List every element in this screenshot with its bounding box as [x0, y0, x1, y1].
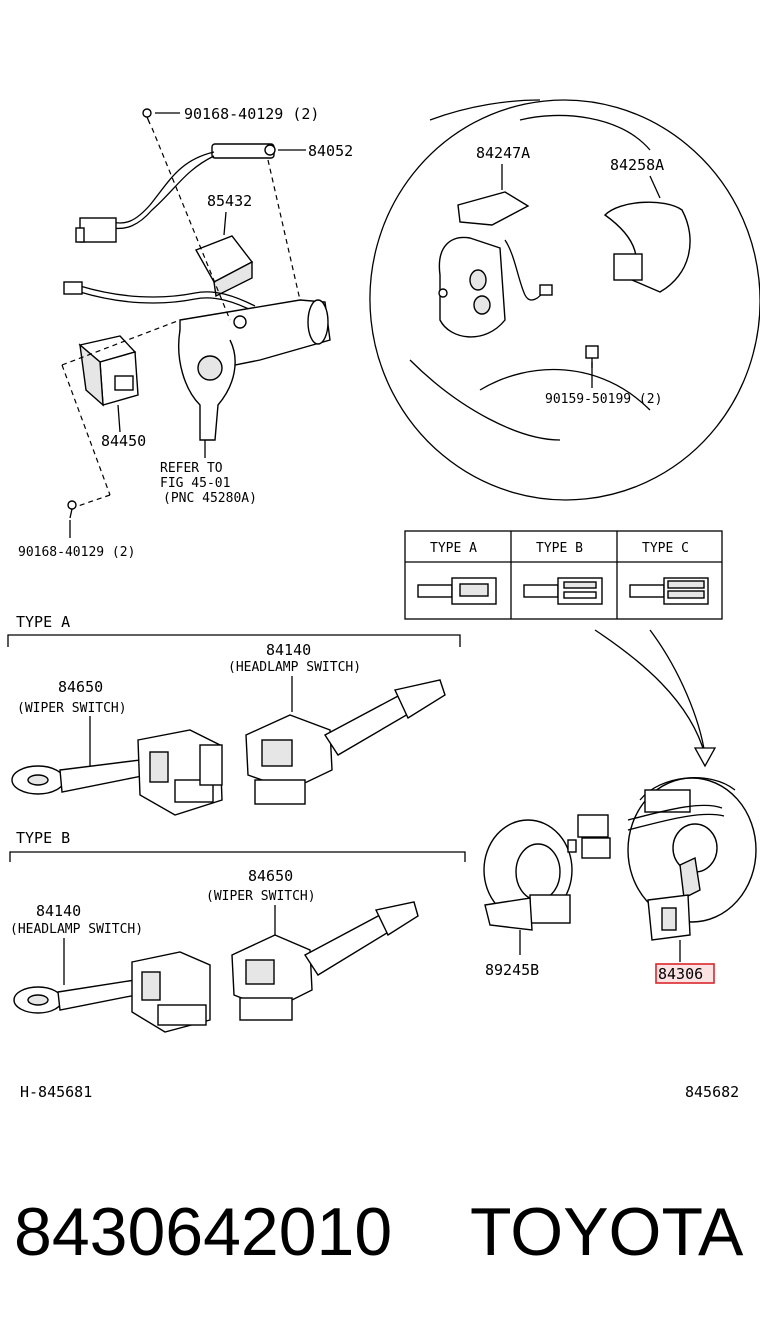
- part-84258A-icon: [603, 201, 691, 293]
- footer-left-code: H-845681: [20, 1083, 92, 1101]
- type-b-headlamp-name: (HEADLAMP SWITCH): [10, 922, 143, 937]
- type-b-wiper-number: 84650: [248, 867, 293, 885]
- type-b-headlamp-switch-icon: [13, 951, 211, 1033]
- label-84258A: 84258A: [610, 156, 664, 174]
- type-b-section: TYPE B 84650 (WIPER SWITCH) 84140 (HEADL…: [9, 829, 466, 1033]
- table-header-type-c: TYPE C: [642, 541, 689, 556]
- part-84247A-icon: [438, 191, 530, 338]
- type-a-headlamp-name: (HEADLAMP SWITCH): [228, 660, 361, 675]
- label-89245B: 89245B: [485, 961, 539, 979]
- connector-left-top-icon: [75, 217, 117, 243]
- column-body-icon: [178, 299, 331, 441]
- steering-wheel: 84247A 84258A 90159-50199 (2): [369, 99, 760, 501]
- connector-type-a-icon: [417, 577, 497, 605]
- label-85432: 85432: [207, 192, 252, 210]
- type-a-wiper-switch-icon: [11, 729, 223, 816]
- type-b-title: TYPE B: [16, 829, 70, 847]
- type-a-headlamp-number: 84140: [266, 641, 311, 659]
- table-header-type-a: TYPE A: [430, 541, 477, 556]
- type-a-title: TYPE A: [16, 613, 70, 631]
- part-89245B-icon: [483, 819, 577, 931]
- part-85432-icon: [194, 235, 254, 298]
- screw-bottom-icon: [67, 500, 77, 519]
- table-header-type-b: TYPE B: [536, 541, 583, 556]
- part-84450-icon: [78, 335, 139, 407]
- label-84306: 84306: [658, 965, 703, 983]
- type-b-headlamp-number: 84140: [36, 902, 81, 920]
- caption-part-number: 8430642010: [14, 1194, 392, 1270]
- label-84052: 84052: [308, 142, 353, 160]
- label-screw-wheel: 90159-50199 (2): [545, 392, 662, 407]
- connector-type-c-icon: [629, 577, 709, 605]
- label-screw-bottom: 90168-40129 (2): [18, 545, 135, 560]
- footer-right-code: 845682: [685, 1083, 739, 1101]
- type-a-wiper-name: (WIPER SWITCH): [17, 701, 127, 716]
- spiral-cable-group: 89245B 84306: [483, 777, 757, 984]
- type-b-wiper-switch-icon: [231, 901, 419, 1021]
- caption-brand: TOYOTA: [470, 1194, 744, 1270]
- refer-line-2: FIG 45-01: [160, 476, 230, 491]
- refer-line-1: REFER TO: [160, 461, 223, 476]
- type-b-wiper-name: (WIPER SWITCH): [206, 889, 316, 904]
- part-84052-icon: [211, 143, 276, 159]
- connector-type-b-icon: [523, 577, 603, 605]
- column-assembly: 90168-40129 (2) 84052 85432: [18, 105, 353, 560]
- highlight-box-84306: [655, 963, 715, 984]
- screw-top-icon: [142, 108, 152, 125]
- type-a-wiper-number: 84650: [58, 678, 103, 696]
- connector-type-table: TYPE A TYPE B TYPE C: [404, 530, 723, 768]
- label-84450: 84450: [101, 432, 146, 450]
- type-a-section: TYPE A 84140 (HEADLAMP SWITCH) 84650 (WI…: [7, 613, 461, 816]
- label-screw-top: 90168-40129 (2): [184, 105, 319, 123]
- part-84306-icon: [577, 777, 757, 941]
- refer-line-3: (PNC 45280A): [163, 491, 257, 506]
- type-a-headlamp-switch-icon: [245, 679, 446, 805]
- label-84247A: 84247A: [476, 144, 530, 162]
